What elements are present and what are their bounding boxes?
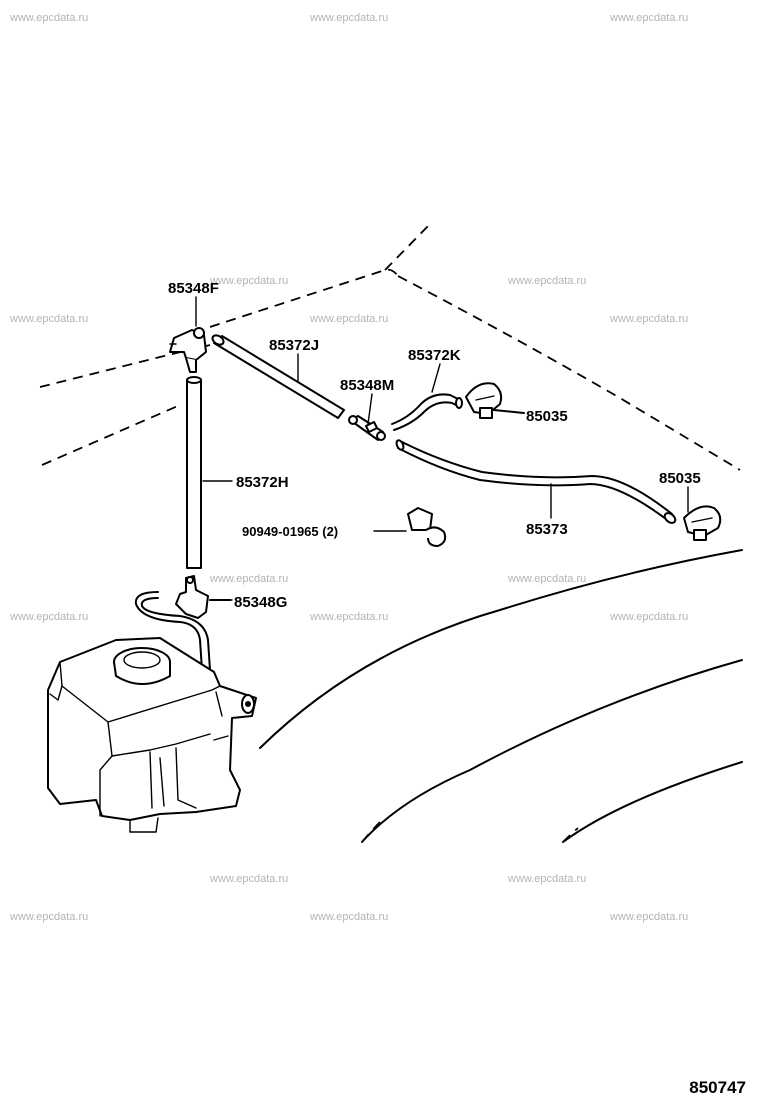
watermark: www.epcdata.ru (309, 911, 388, 923)
part-label: 85035 (659, 470, 701, 487)
watermark: www.epcdata.ru (209, 873, 288, 885)
watermark: www.epcdata.ru (9, 313, 88, 325)
connector-85348m (348, 415, 386, 441)
clip-90949-01965 (407, 507, 447, 547)
watermark: www.epcdata.ru (309, 12, 388, 24)
watermark: www.epcdata.ru (309, 611, 388, 623)
part-label: 85372K (408, 347, 461, 364)
part-label: 85348G (234, 594, 287, 611)
hood-outline (39, 221, 741, 471)
part-label: 85348F (168, 280, 219, 297)
watermark: www.epcdata.ru (609, 911, 688, 923)
connector-85348g (134, 575, 231, 671)
hose-85372h (186, 376, 202, 569)
watermark: www.epcdata.ru (507, 873, 586, 885)
connector-85348f (169, 327, 207, 373)
hose-85372j (211, 334, 345, 419)
watermark: www.epcdata.ru (309, 313, 388, 325)
watermark: www.epcdata.ru (609, 611, 688, 623)
watermark: www.epcdata.ru (609, 12, 688, 24)
part-labels: 85348F 85372J 85372K 85348M 85035 85372H… (168, 280, 701, 611)
washer-tank (47, 637, 257, 833)
part-label: 85035 (526, 408, 568, 425)
part-label: 90949-01965 (2) (242, 524, 338, 539)
watermark: www.epcdata.ru (609, 313, 688, 325)
body-outline (259, 549, 743, 843)
hose-85373 (395, 439, 677, 524)
watermark: www.epcdata.ru (507, 573, 586, 585)
watermark: www.epcdata.ru (9, 12, 88, 24)
part-label: 85372J (269, 337, 319, 354)
watermark: www.epcdata.ru (9, 911, 88, 923)
watermark: www.epcdata.ru (209, 573, 288, 585)
part-label: 85372H (236, 474, 289, 491)
part-label: 85373 (526, 521, 568, 538)
part-label: 85348M (340, 377, 394, 394)
reference-number: 850747 (689, 1078, 746, 1097)
nozzle-85035-upper (465, 382, 525, 419)
hose-85372k (391, 393, 463, 431)
nozzle-85035-right (683, 505, 722, 541)
watermark: www.epcdata.ru (209, 275, 288, 287)
watermark: www.epcdata.ru (9, 611, 88, 623)
leader-lines (195, 296, 689, 601)
watermarks: www.epcdata.ru www.epcdata.ru www.epcdat… (9, 12, 688, 923)
watermark: www.epcdata.ru (507, 275, 586, 287)
